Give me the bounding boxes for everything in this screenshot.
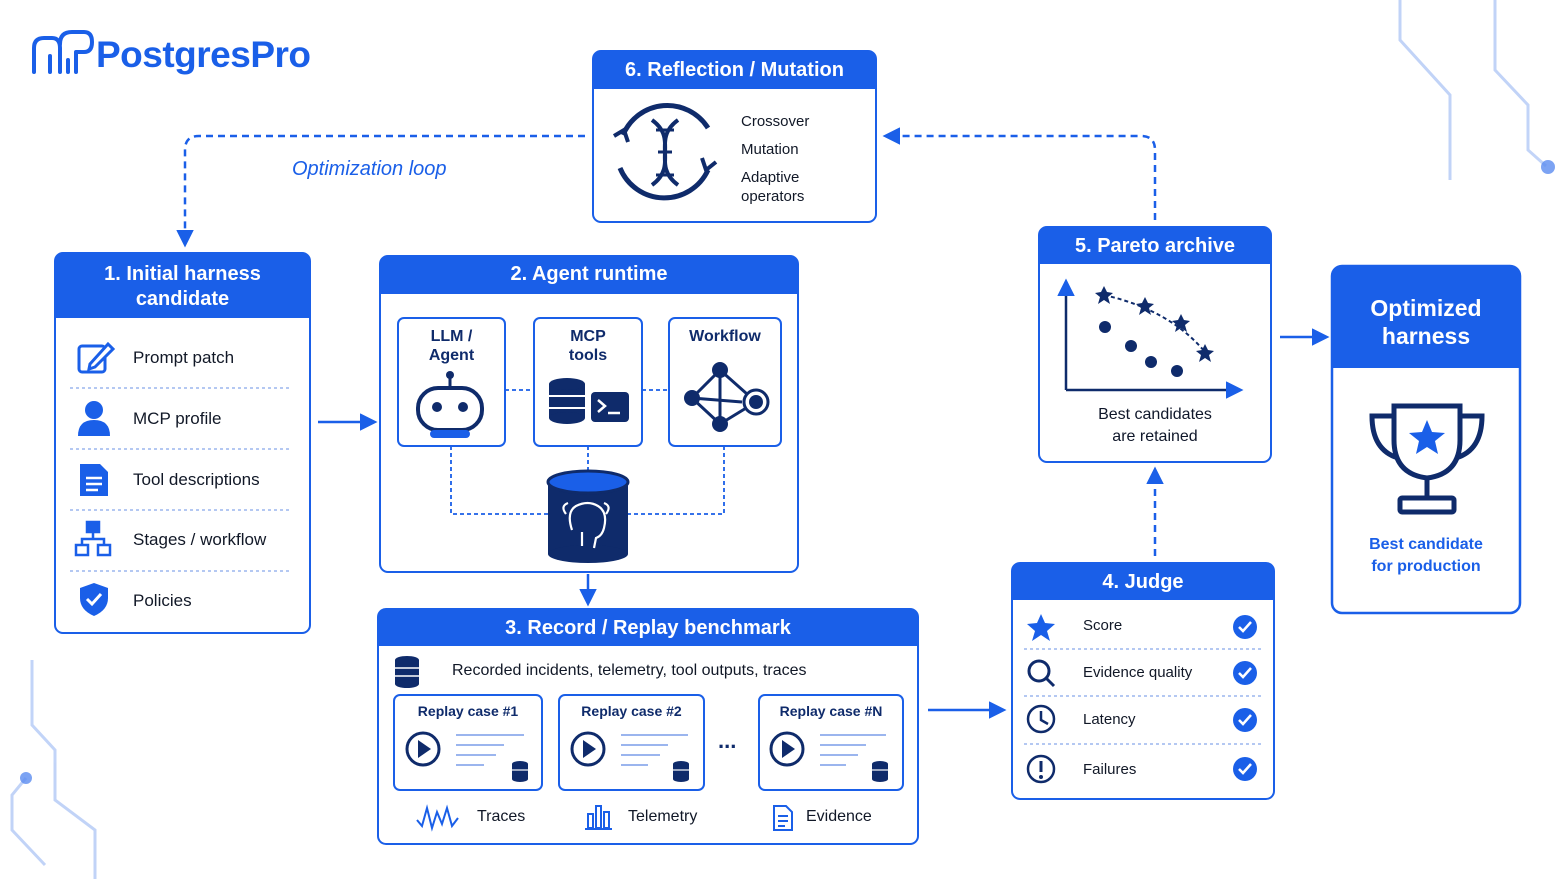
user-icon xyxy=(78,401,110,436)
judge-title: 4. Judge xyxy=(1102,571,1184,593)
shield-check-icon xyxy=(80,583,108,616)
reflection-box xyxy=(592,50,877,223)
optimized-caption-line1: Best candidate xyxy=(1369,536,1483,553)
postgrespro-logo-icon xyxy=(32,30,94,74)
judge-box xyxy=(1011,562,1275,800)
replay-case-2-label: Replay case #2 xyxy=(581,703,682,719)
runtime-mcp-line1: MCP xyxy=(570,328,606,345)
initial-item-tool-descriptions: Tool descriptions xyxy=(133,470,260,489)
pareto-title: 5. Pareto archive xyxy=(1074,235,1236,257)
check-icons xyxy=(1233,615,1257,781)
robot-icon xyxy=(416,371,484,438)
brand-name: PostgresPro xyxy=(96,34,311,75)
reflection-item-adaptive: Adaptive xyxy=(741,169,800,186)
reflection-title: 6. Reflection / Mutation xyxy=(625,59,844,81)
runtime-llm-line1: LLM / xyxy=(430,328,473,345)
replay-case-1-label: Replay case #1 xyxy=(417,703,519,719)
decor-circuit-bottom-left xyxy=(10,660,97,879)
initial-box xyxy=(54,252,311,634)
runtime-mcp-line2: tools xyxy=(568,347,608,364)
decor-node-bottom-left xyxy=(20,772,32,784)
dashed-connectors xyxy=(176,127,1164,556)
judge-criterion-latency: Latency xyxy=(1083,711,1136,728)
judge-criterion-evidence-quality: Evidence quality xyxy=(1083,664,1193,681)
judge-criterion-failures: Failures xyxy=(1083,761,1137,778)
replay-case-n-play-icon xyxy=(769,731,888,782)
footer-evidence-label: Evidence xyxy=(806,808,872,825)
clock-icon xyxy=(1026,704,1056,734)
replay-case-n-label: Replay case #N xyxy=(779,703,883,719)
benchmark-box xyxy=(377,608,919,845)
telemetry-bars-icon xyxy=(585,805,612,830)
pareto-caption-line1: Best candidates xyxy=(1098,406,1212,423)
connectors xyxy=(318,328,1330,719)
runtime-title: 2. Agent runtime xyxy=(510,263,668,285)
initial-title-line2: candidate xyxy=(135,288,230,310)
warning-circle-icon xyxy=(1026,754,1056,784)
initial-item-mcp-profile: MCP profile xyxy=(133,409,222,428)
initial-title-line1: 1. Initial harness xyxy=(104,263,261,285)
footer-traces-label: Traces xyxy=(477,808,526,825)
initial-item-prompt-patch: Prompt patch xyxy=(133,348,235,367)
optimized-title-line2: harness xyxy=(1381,323,1471,349)
document-icon xyxy=(80,464,108,496)
postgres-database-icon xyxy=(546,469,630,563)
traces-wave-icon xyxy=(416,804,459,832)
optimization-loop-label: Optimization loop xyxy=(292,158,447,180)
optimized-title-line1: Optimized xyxy=(1370,295,1482,321)
decor-circuit-top-right xyxy=(1398,0,1547,180)
decor-node-top-right xyxy=(1541,160,1555,174)
dna-cycle-icon xyxy=(612,102,718,201)
reflection-item-operators: operators xyxy=(741,188,805,205)
evidence-document-icon xyxy=(773,805,793,831)
runtime-workflow-label: Workflow xyxy=(689,328,761,345)
benchmark-database-icon xyxy=(395,656,419,688)
replay-case-2-play-icon xyxy=(570,731,689,782)
judge-criterion-score: Score xyxy=(1083,617,1123,634)
hierarchy-icon xyxy=(74,520,112,557)
workflow-graph-icon xyxy=(684,362,770,432)
footer-telemetry-label: Telemetry xyxy=(628,808,698,825)
reflection-item-mutation: Mutation xyxy=(741,141,799,158)
pareto-caption-line2: are retained xyxy=(1112,428,1198,445)
optimized-caption-line2: for production xyxy=(1371,558,1481,575)
replay-ellipsis: ... xyxy=(718,728,737,753)
initial-item-stages-workflow: Stages / workflow xyxy=(133,530,267,549)
benchmark-subtitle: Recorded incidents, telemetry, tool outp… xyxy=(452,662,807,679)
database-terminal-icon xyxy=(549,378,629,424)
runtime-llm-line2: Agent xyxy=(428,347,475,364)
replay-case-1-play-icon xyxy=(405,731,528,782)
pareto-box xyxy=(1038,226,1272,463)
benchmark-title: 3. Record / Replay benchmark xyxy=(505,617,791,639)
prompt-edit-icon xyxy=(77,341,116,374)
trophy-icon xyxy=(1369,403,1485,515)
star-icon xyxy=(1027,614,1055,641)
magnifier-icon xyxy=(1027,659,1056,688)
initial-item-policies: Policies xyxy=(133,591,192,610)
reflection-item-crossover: Crossover xyxy=(741,113,810,130)
pareto-plot-icon xyxy=(1057,278,1244,399)
